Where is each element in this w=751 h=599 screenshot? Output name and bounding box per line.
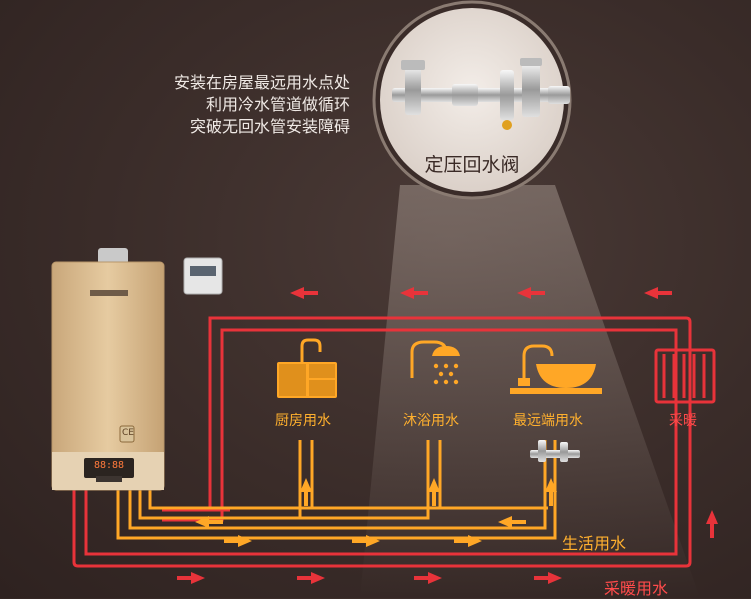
heating-water-label: 采暖用水: [604, 579, 669, 598]
valve-icon: [392, 58, 570, 130]
radiator-icon: [654, 348, 716, 404]
kitchen-icon: [277, 338, 337, 398]
sink-icon: [510, 344, 602, 394]
small-valve-icon: [530, 440, 580, 462]
heating-label: 采暖: [669, 413, 697, 429]
shower-label: 沐浴用水: [403, 413, 459, 429]
intro-text: 安装在房屋最远用水点处 利用冷水管道做循环 突破无回水管安装障碍: [105, 72, 350, 138]
intro-line: 利用冷水管道做循环: [205, 95, 350, 114]
domestic-water-label: 生活用水: [562, 534, 627, 553]
far-end-label: 最远端用水: [513, 413, 583, 429]
shower-icon: [410, 340, 460, 385]
intro-line: 安装在房屋最远用水点处: [173, 73, 350, 92]
ce-badge: CE: [122, 428, 134, 438]
valve-label: 定压回水阀: [424, 154, 520, 176]
heater-display: 88:88: [93, 460, 125, 471]
valve-magnifier: [372, 0, 572, 200]
water-heater: [51, 248, 223, 491]
heating-arrows: [177, 287, 718, 584]
kitchen-label: 厨房用水: [275, 413, 331, 429]
domestic-arrows: [195, 478, 557, 547]
intro-line: 突破无回水管安装障碍: [189, 117, 350, 136]
